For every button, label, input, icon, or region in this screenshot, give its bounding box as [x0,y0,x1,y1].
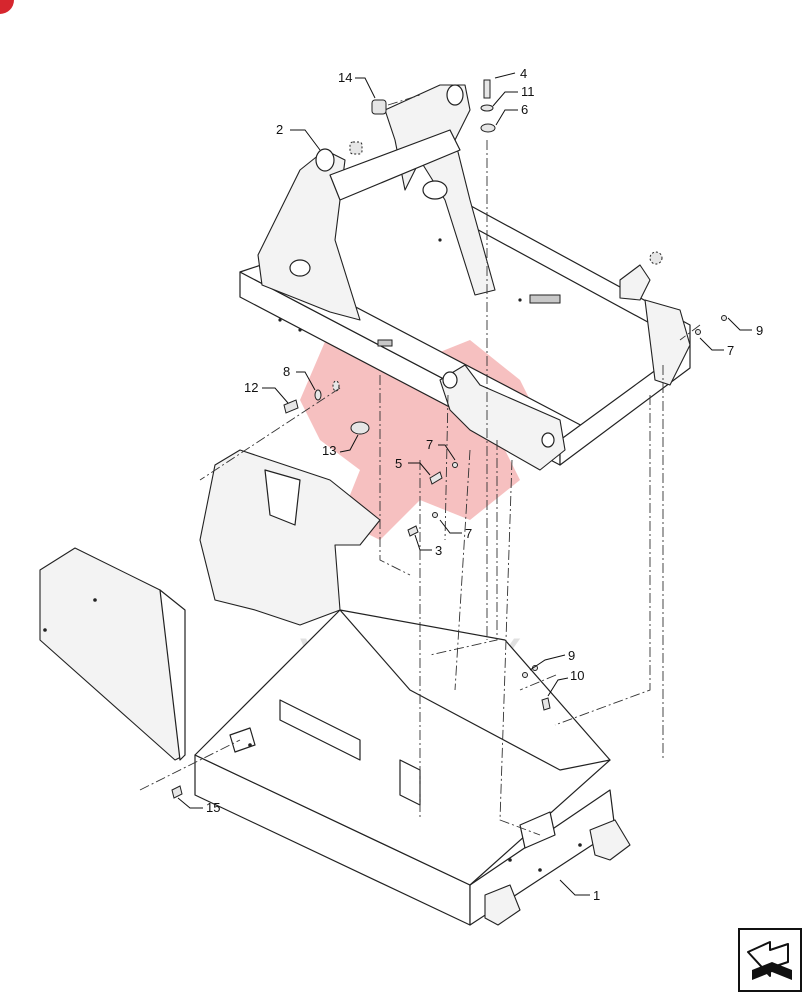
svg-text:8: 8 [283,364,290,379]
callouts: 1 2 3 4 5 6 7 7 [177,66,763,903]
callout-7-c: 7 [699,337,734,358]
arrow-next-page-icon[interactable] [738,928,802,992]
svg-text:1: 1 [593,888,600,903]
svg-text:11: 11 [521,84,535,99]
svg-text:15: 15 [206,800,220,815]
svg-text:13: 13 [322,443,336,458]
callout-5: 5 [395,456,431,476]
svg-text:4: 4 [520,66,527,81]
svg-text:10: 10 [570,668,584,683]
callout-12: 12 [244,380,289,404]
callout-1: 1 [559,879,600,903]
svg-text:7: 7 [426,437,433,452]
svg-text:7: 7 [727,343,734,358]
callout-11: 11 [492,84,535,107]
svg-text:3: 3 [435,543,442,558]
callout-6: 6 [495,102,528,126]
lower-chassis [39,449,631,926]
svg-text:9: 9 [756,323,763,338]
svg-text:6: 6 [521,102,528,117]
callout-9-b: 9 [529,648,575,671]
callout-2: 2 [276,122,321,151]
upper-frame [239,84,691,471]
callout-7-a: 7 [426,437,456,461]
arrow-next-page-glyph [747,941,792,980]
svg-text:7: 7 [465,526,472,541]
callout-8: 8 [283,364,316,391]
callout-10: 10 [547,668,584,697]
callout-13: 13 [322,434,359,458]
callout-3: 3 [414,534,442,558]
hardware [171,79,727,799]
assembly-lines [139,94,701,836]
callout-15: 15 [177,797,220,815]
svg-text:14: 14 [338,70,352,85]
svg-text:5: 5 [395,456,402,471]
callout-9-a: 9 [727,317,763,338]
callout-14: 14 [338,70,376,99]
svg-text:9: 9 [568,648,575,663]
svg-text:12: 12 [244,380,258,395]
svg-text:2: 2 [276,122,283,137]
callout-4: 4 [494,66,527,81]
callout-7-b: 7 [439,519,472,541]
